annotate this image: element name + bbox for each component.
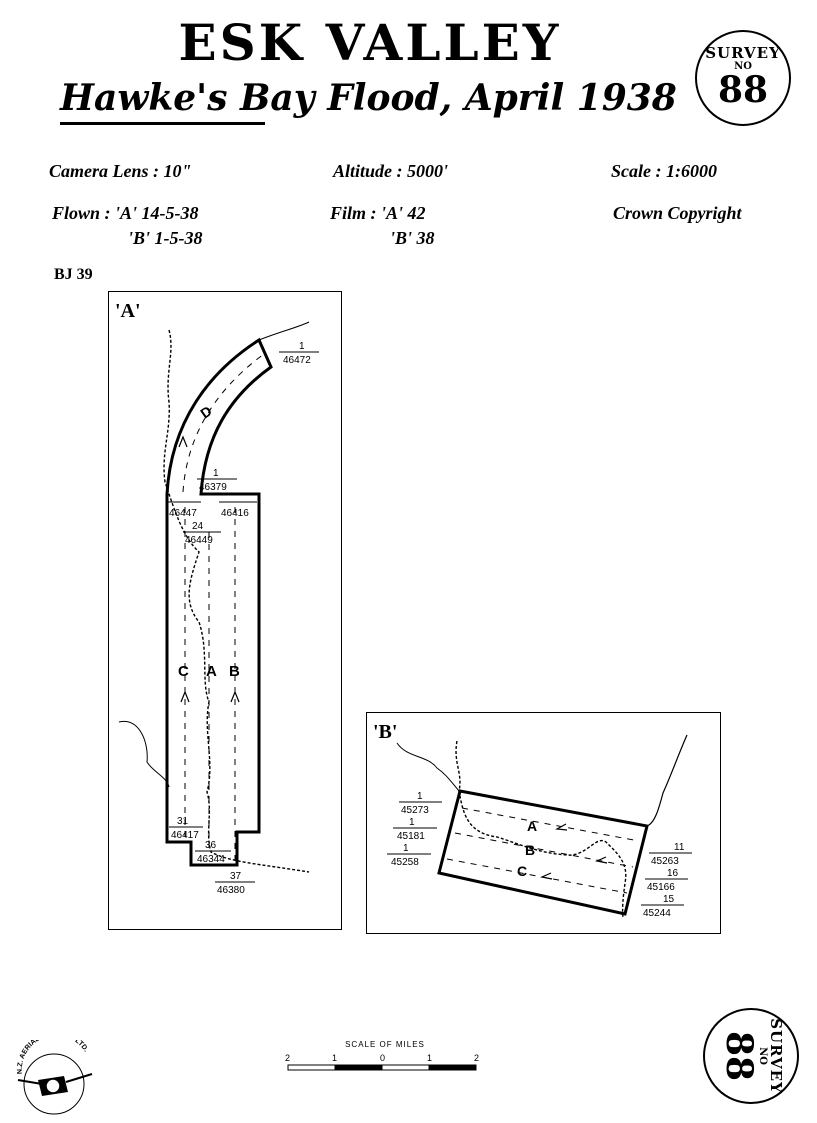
flight-line-b [454,832,634,868]
photo-numbers-b: 1 45273 1 45181 1 45258 11 45263 16 4516… [387,791,692,919]
photo-label: 46380 [217,885,245,896]
photo-label: 45244 [643,908,671,919]
arrow-b [230,690,240,703]
map-panel-b: A B C 1 45273 1 45181 1 45258 11 45263 1… [366,712,721,934]
photo-label: 46344 [197,854,225,865]
camera-lens: Camera Lens : 10" [49,161,192,181]
altitude: Altitude : 5000' [333,161,449,181]
photo-label: 45258 [391,857,419,868]
map-subtitle: Hawke's Bay Flood, April 1938 [60,77,677,119]
photo-label: 45263 [651,856,679,867]
badge-line1: SURVEY [705,44,781,62]
film-a: Film : 'A' 42 [330,203,426,223]
logo-ring [23,1053,85,1115]
river-b [455,740,627,919]
photo-numbers-a: 1 46472 1 46379 46447 46416 24 46449 31 … [167,341,319,896]
photo-label: 31 [177,816,189,827]
scale-segment [428,1064,477,1071]
photo-label: 36 [205,840,217,851]
photo-label: 1 [213,468,219,479]
scale-tick: 2 [474,1053,480,1063]
flown-a: Flown : 'A' 14-5-38 [52,203,199,223]
photo-label: 46472 [283,355,311,366]
flight-line-c [446,858,628,894]
photo-label: 46417 [171,830,199,841]
title-underline [60,122,265,125]
arrow-c [180,690,190,703]
map-a-label: 'A' [115,300,141,322]
photo-label: 37 [230,871,242,882]
map-title: ESK VALLEY [178,13,562,72]
scale-tick: 2 [285,1053,291,1063]
photo-label: 46449 [185,535,213,546]
run-label-c: C [178,663,189,680]
photo-label: 1 [299,341,305,352]
flight-line-a [461,807,640,842]
coastline [646,734,688,827]
lens-icon [45,1078,61,1094]
scale-tick: 1 [427,1053,433,1063]
run-label-b: B [525,842,535,858]
tributary-west [118,720,170,788]
photo-label: 46379 [199,482,227,493]
flight-line-d [182,353,265,493]
sheet-reference: BJ 39 [54,266,93,283]
film-b: 'B' 38 [390,228,435,248]
photo-label: 11 [674,842,685,853]
badge-number: 88 [717,69,769,111]
photo-label: 16 [667,868,679,879]
run-label-a: A [527,818,537,834]
tributary-west [396,742,460,792]
survey-badge-bottom: SURVEY NO 88 [703,1008,799,1104]
scale-title: SCALE OF MILES [345,1040,425,1049]
scale-tick: 0 [380,1053,386,1063]
photo-label: 45181 [397,831,425,842]
scale-bar [287,1064,477,1071]
map-panel-a: C A B D 1 46472 1 46379 46447 46416 24 4… [108,291,342,930]
survey-badge-top: SURVEY NO 88 [695,30,791,126]
photo-label: 24 [192,521,204,532]
road-ne [258,321,310,341]
photo-label: 45166 [647,882,675,893]
scale-ratio: Scale : 1:6000 [611,161,717,181]
scale-tick: 1 [332,1053,338,1063]
run-label-d: D [197,403,214,422]
arrow-a [555,823,568,831]
coverage-outline-b [437,789,649,916]
scale-segment [334,1064,383,1071]
photo-label: 46447 [169,508,197,519]
arrow-b [595,856,608,864]
scale-segment [381,1064,430,1071]
copyright: Crown Copyright [613,203,742,223]
arrow-c [540,872,553,880]
badge-number: 88 [718,1030,760,1082]
photo-label: 15 [663,894,675,905]
coverage-outline-a [165,337,273,867]
map-b-drawing: A B C 1 45273 1 45181 1 45258 11 45263 1… [387,734,692,919]
photo-label: 1 [417,791,423,802]
run-label-a: A [206,663,217,680]
scale-segment [287,1064,336,1071]
river-a [163,329,310,873]
map-a-drawing: C A B D 1 46472 1 46379 46447 46416 24 4… [118,321,319,896]
run-label-c: C [517,863,527,879]
run-label-b: B [229,663,240,680]
arrow-d [178,435,188,448]
flown-b: 'B' 1-5-38 [128,228,203,248]
photo-label: 45273 [401,805,429,816]
badge-line2: NO [734,61,752,72]
badge-line1: SURVEY [767,1018,785,1094]
map-b-label: 'B' [373,721,398,743]
photo-label: 46416 [221,508,249,519]
photo-label: 1 [403,843,409,854]
photo-label: 1 [409,817,415,828]
wing-icon [17,1073,93,1085]
